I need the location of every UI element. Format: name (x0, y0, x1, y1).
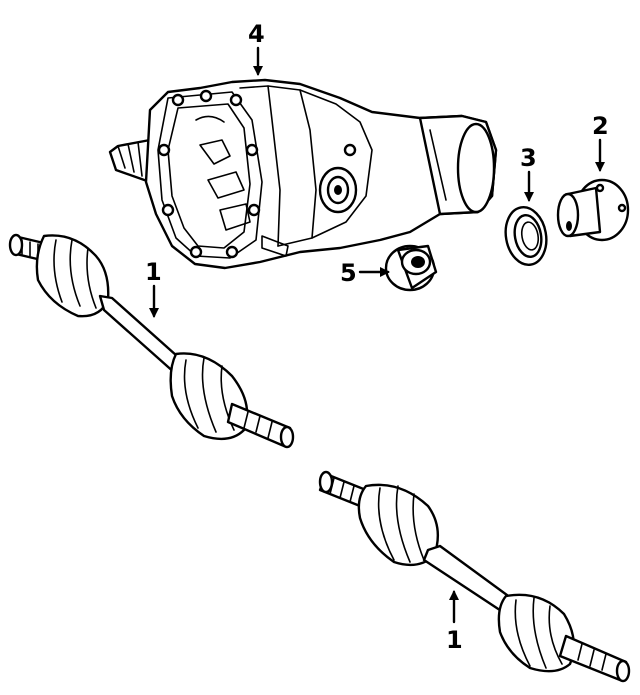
callout-1-lower: 1 (446, 626, 463, 654)
callout-arrows (149, 46, 605, 624)
callout-3: 3 (520, 144, 537, 172)
callout-5: 5 (340, 259, 357, 287)
callout-1-upper: 1 (145, 258, 162, 286)
axle-shaft-lower (318, 470, 631, 683)
callout-2: 2 (592, 112, 609, 140)
axle-seal (384, 244, 438, 292)
axle-shaft-upper (8, 233, 295, 449)
callout-numbers: 4 2 3 5 1 1 (145, 20, 609, 654)
pinion-seal (504, 206, 548, 266)
pinion-flange (556, 178, 630, 242)
callout-4: 4 (248, 20, 265, 48)
differential-carrier (108, 78, 498, 270)
